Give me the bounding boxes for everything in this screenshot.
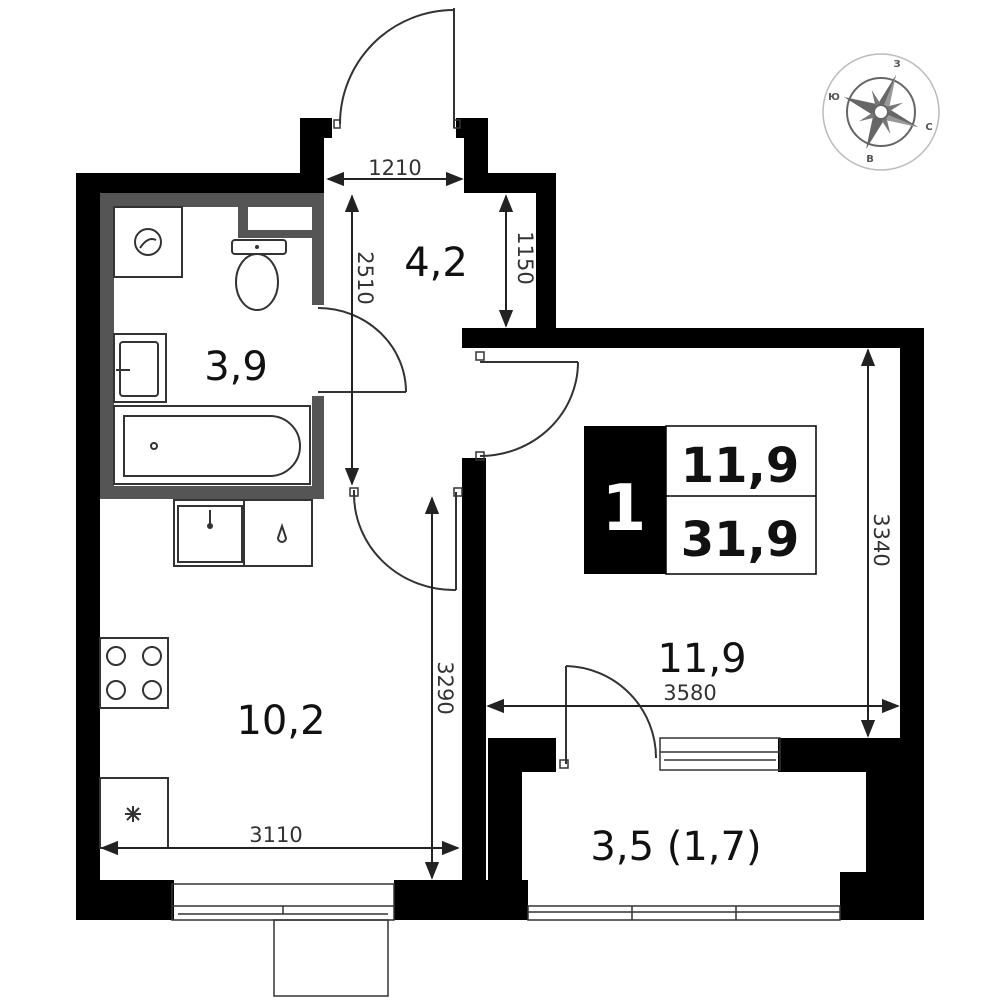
- rooms-count: 1: [602, 472, 647, 546]
- stove-icon: [99, 637, 169, 709]
- entrance-door: [333, 8, 461, 129]
- compass-west: З: [893, 59, 900, 70]
- washing-machine-icon: [113, 206, 183, 278]
- compass-south: Ю: [828, 92, 840, 103]
- compass-north: С: [925, 122, 932, 133]
- dim-living-width: 3580: [663, 681, 716, 705]
- compass-east: В: [866, 154, 874, 165]
- dim-hall-depth: 1150: [513, 231, 537, 284]
- balcony-entry-window: [659, 737, 781, 771]
- balcony-glazing: [527, 905, 841, 921]
- living-door: [475, 351, 579, 461]
- kitchen-window: [171, 883, 395, 997]
- balcony-door: [559, 665, 657, 769]
- room-area-living: 11,9: [657, 636, 746, 682]
- room-area-balcony: 3,5 (1,7): [590, 824, 761, 870]
- total-area: 31,9: [681, 512, 799, 568]
- fridge-icon: [99, 777, 169, 849]
- sink-icon: [113, 333, 167, 403]
- living-area-total: 11,9: [681, 438, 799, 494]
- bathtub-icon: [113, 405, 311, 485]
- kitchen-door: [349, 487, 463, 592]
- exterior-walls: [76, 118, 924, 920]
- dim-living-depth: 3340: [869, 513, 893, 566]
- bathroom-partitions: [100, 193, 324, 499]
- water-drop-icon: [276, 522, 288, 543]
- dim-bath-depth: 2510: [353, 251, 377, 304]
- apartment-summary-badge: [584, 425, 817, 575]
- dim-kitchen-width: 3110: [249, 823, 302, 847]
- dim-kitchen-depth: 3290: [433, 661, 457, 714]
- toilet-icon: [231, 239, 287, 311]
- compass-rose-icon: [822, 53, 940, 171]
- room-area-kitchen: 10,2: [236, 698, 325, 744]
- kitchen-sink-icon: [173, 499, 313, 567]
- dim-hall-width: 1210: [368, 156, 421, 180]
- room-area-bathroom: 3,9: [204, 344, 268, 390]
- room-area-hall: 4,2: [404, 240, 468, 286]
- bathroom-door: [317, 307, 407, 393]
- dimension-lines: [100, 171, 900, 880]
